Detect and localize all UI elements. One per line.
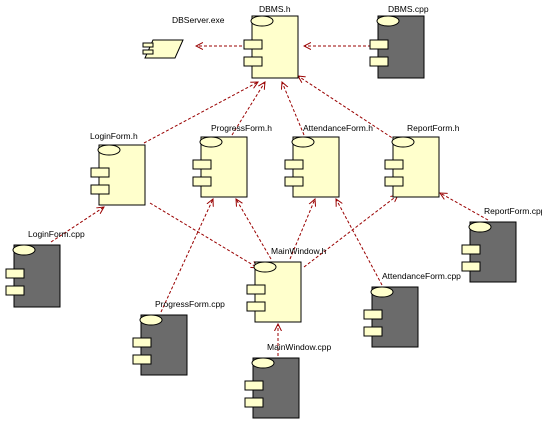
component-tab bbox=[243, 56, 263, 67]
component-label: AttendanceForm.h bbox=[303, 123, 373, 133]
component-tab bbox=[243, 39, 263, 50]
dbms-h-component[interactable]: DBMS.h bbox=[243, 4, 299, 79]
dependency-attendanceform_h-to-dbms_h bbox=[282, 82, 305, 136]
executable-tab bbox=[142, 42, 154, 48]
dependency-progressform_cpp-to-progressform_h bbox=[160, 199, 213, 313]
component-label: MainWindow.cpp bbox=[267, 342, 332, 352]
component-label: DBMS.cpp bbox=[388, 4, 429, 14]
component-tab bbox=[244, 397, 264, 408]
component-nodes: DBServer.exeDBMS.hLoginForm.hProgressFor… bbox=[5, 4, 542, 419]
component-tab bbox=[246, 284, 266, 295]
component-ellipse bbox=[199, 136, 223, 148]
component-tab bbox=[284, 176, 304, 187]
component-ellipse bbox=[376, 15, 400, 27]
progressform-h-component[interactable]: ProgressForm.h bbox=[192, 123, 272, 198]
component-label: ReportForm.cpp bbox=[484, 206, 542, 216]
component-ellipse bbox=[370, 286, 394, 298]
dependency-loginform_cpp-to-loginform_h bbox=[50, 207, 104, 243]
component-ellipse bbox=[251, 357, 275, 369]
attendanceform-cpp-component[interactable]: AttendanceForm.cpp bbox=[363, 271, 461, 348]
component-tab bbox=[384, 176, 404, 187]
mainwindow-h-component[interactable]: MainWindow.h bbox=[246, 246, 327, 323]
dependency-progressform_h-to-dbms_h bbox=[231, 82, 265, 136]
dependency-mainwindow_h-to-reportform_h bbox=[303, 195, 398, 268]
component-tab bbox=[461, 244, 481, 255]
component-tab bbox=[369, 56, 389, 67]
dependency-attendanceform_cpp-to-attendanceform_h bbox=[336, 199, 383, 286]
dependency-loginform_h-to-dbms_h bbox=[143, 82, 258, 144]
component-ellipse bbox=[139, 314, 163, 326]
executable-tab bbox=[142, 49, 154, 55]
component-ellipse bbox=[468, 221, 492, 233]
dependency-reportform_cpp-to-reportform_h bbox=[440, 193, 489, 221]
component-tab bbox=[132, 354, 152, 365]
dependency-reportform_h-to-dbms_h bbox=[298, 76, 401, 144]
mainwindow-cpp-component[interactable]: MainWindow.cpp bbox=[244, 342, 332, 419]
component-tab bbox=[246, 301, 266, 312]
component-label: LoginForm.h bbox=[90, 131, 138, 141]
executable-label: DBServer.exe bbox=[172, 15, 225, 25]
component-label: ReportForm.h bbox=[407, 123, 460, 133]
component-ellipse bbox=[291, 136, 315, 148]
component-label: ProgressForm.cpp bbox=[155, 299, 225, 309]
component-tab bbox=[90, 184, 110, 195]
component-label: MainWindow.h bbox=[271, 246, 327, 256]
component-label: AttendanceForm.cpp bbox=[382, 271, 461, 281]
progressform-cpp-component[interactable]: ProgressForm.cpp bbox=[132, 299, 225, 376]
component-ellipse bbox=[12, 244, 36, 256]
component-label: DBMS.h bbox=[259, 4, 291, 14]
dbserver-executable[interactable]: DBServer.exe bbox=[142, 15, 225, 59]
component-tab bbox=[90, 167, 110, 178]
component-ellipse bbox=[250, 15, 274, 27]
component-label: LoginForm.cpp bbox=[28, 229, 85, 239]
dependency-mainwindow_h-to-attendanceform_h bbox=[289, 199, 315, 260]
component-tab bbox=[284, 159, 304, 170]
loginform-cpp-component[interactable]: LoginForm.cpp bbox=[5, 229, 85, 308]
component-tab bbox=[363, 326, 383, 337]
component-ellipse bbox=[97, 144, 121, 156]
component-tab bbox=[461, 261, 481, 272]
component-label: ProgressForm.h bbox=[211, 123, 272, 133]
reportform-cpp-component[interactable]: ReportForm.cpp bbox=[461, 206, 542, 283]
component-ellipse bbox=[253, 261, 277, 273]
component-tab bbox=[192, 159, 212, 170]
component-tab bbox=[244, 380, 264, 391]
loginform-h-component[interactable]: LoginForm.h bbox=[90, 131, 146, 206]
component-tab bbox=[132, 337, 152, 348]
component-tab bbox=[5, 268, 25, 279]
component-tab bbox=[384, 159, 404, 170]
dbms-cpp-component[interactable]: DBMS.cpp bbox=[369, 4, 429, 79]
component-tab bbox=[192, 176, 212, 187]
dependency-loginform_h-to-mainwindow_h bbox=[149, 202, 258, 268]
component-tab bbox=[5, 285, 25, 296]
reportform-h-component[interactable]: ReportForm.h bbox=[384, 123, 460, 198]
component-tab bbox=[363, 309, 383, 320]
dependency-edges bbox=[50, 46, 489, 356]
attendanceform-h-component[interactable]: AttendanceForm.h bbox=[284, 123, 373, 198]
component-ellipse bbox=[391, 136, 415, 148]
component-tab bbox=[369, 39, 389, 50]
dependency-mainwindow_h-to-progressform_h bbox=[236, 199, 272, 260]
